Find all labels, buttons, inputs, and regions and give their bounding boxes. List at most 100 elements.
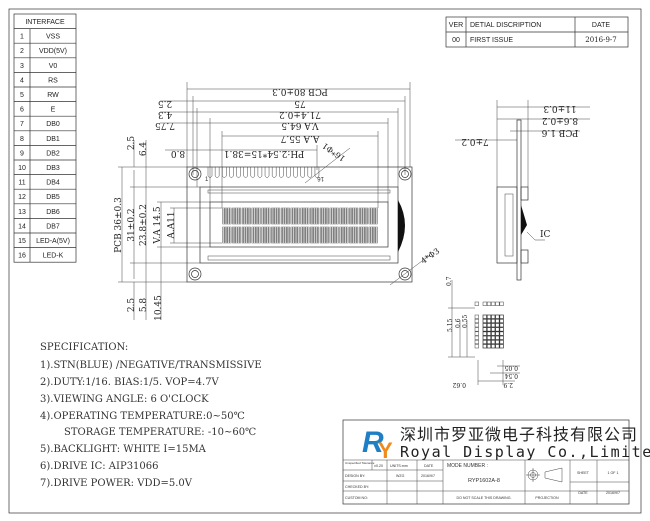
dot [495, 301, 500, 306]
rev-ver: 00 [452, 37, 460, 44]
dim-0-6: 0.6 [455, 318, 462, 328]
dim-pcb-height: PCB 36±0.3 [114, 197, 124, 253]
pin-number: 14 [18, 223, 26, 230]
pin [271, 167, 277, 178]
rev-date: 2016-9-7 [585, 36, 616, 44]
revision-table: VER DETIAL DISCRIPTION DATE 00 FIRST ISS… [445, 16, 629, 48]
pin-name: E [51, 107, 56, 114]
dim-pitch: PH:2.54*15=38.1 [224, 148, 305, 158]
pin [300, 167, 305, 178]
dot [474, 339, 479, 345]
dim-va-height: V.A 14.5 [153, 206, 163, 244]
drawing-frame [8, 8, 642, 514]
dot [474, 331, 479, 336]
char-cell [329, 207, 339, 225]
pin-name: V0 [49, 63, 58, 70]
char-cell [310, 207, 320, 225]
ic-label: IC [540, 230, 551, 240]
svg-text:Y: Y [378, 438, 393, 463]
dim-0-7: 0.7 [446, 276, 453, 286]
pin-name: RW [47, 92, 59, 99]
char-cell [368, 226, 378, 244]
lcd-bezel [199, 186, 399, 264]
dot [491, 301, 496, 306]
pin-number: 2 [20, 48, 24, 55]
dot [486, 318, 492, 324]
mode-number: RYP1602A-8 [468, 478, 500, 484]
mounting-holes [188, 167, 412, 281]
dot [499, 344, 504, 349]
dim-0-62: 0.62 [452, 381, 466, 388]
pin-number: 7 [20, 121, 24, 128]
dot [474, 314, 479, 319]
char-cell [261, 207, 271, 225]
dot [495, 327, 500, 332]
dot [474, 323, 479, 328]
dot [499, 301, 504, 306]
dot [486, 331, 492, 336]
spec-line: 4).OPERATING TEMPERATURE:0~50℃ [40, 411, 245, 422]
sheet-label: SHEET [577, 471, 590, 475]
dot [482, 335, 487, 340]
design-date: 2016/9/7 [421, 474, 435, 478]
dot [482, 301, 487, 306]
pin-16-label: 16 [317, 175, 324, 181]
custom-label: CUSTOM NO: [345, 496, 368, 500]
dim-71-4: 71.4±0.2 [279, 109, 321, 119]
checked-label: CHECKED BY: [345, 485, 369, 489]
dot [474, 301, 479, 306]
dot [486, 339, 492, 345]
pin-number: 1 [20, 34, 24, 41]
char-cell [232, 207, 242, 225]
dim-pcb-thickness: PCB 1.6 [541, 127, 578, 137]
dot [499, 327, 504, 332]
pin-number: 3 [20, 63, 24, 70]
char-cell [280, 226, 290, 244]
pin [293, 167, 298, 178]
char-cell [310, 226, 320, 244]
specification: SPECIFICATION: 1).STN(BLUE) /NEGATIVE/TR… [40, 342, 262, 489]
pin-name: DB4 [46, 180, 60, 187]
ic-chip [521, 205, 527, 235]
pin-number: 13 [18, 209, 26, 216]
interface-row: 3 V0 [20, 63, 57, 70]
char-cell [339, 226, 349, 244]
company-name-cn: 深圳市罗亚微电子科技有限公司 [400, 425, 638, 444]
pin-name: DB0 [46, 121, 60, 128]
spec-line: 1).STN(BLUE) /NEGATIVE/TRANSMISSIVE [40, 360, 262, 371]
dot [495, 331, 500, 336]
tolerance-label: Unspecified Tolerance [345, 461, 375, 465]
character-matrix [222, 207, 378, 244]
pin [250, 167, 256, 178]
dot [499, 318, 504, 324]
dot [482, 314, 487, 319]
dot [491, 327, 496, 332]
pin-number: 12 [18, 194, 26, 201]
date-label: DATE [424, 464, 434, 468]
spec-line: 5).BACKLIGHT: WHITE I=15MA [40, 444, 207, 455]
dot [495, 344, 500, 349]
char-cell [300, 226, 310, 244]
char-cell [232, 226, 242, 244]
dim-23-8: 23.8±0.2 [139, 204, 149, 246]
pin [279, 167, 284, 178]
dim-2-5-lower: 2.5 [127, 298, 137, 313]
pin [207, 167, 213, 178]
dot [486, 323, 492, 328]
dim-pcb-width: PCB 80±0.3 [272, 86, 328, 96]
tolerance-value: ±0.20 [374, 464, 383, 468]
designer: WZG [396, 474, 405, 478]
dot [491, 344, 496, 349]
pin-1-label: 1 [205, 177, 209, 183]
pin-name: DB3 [46, 165, 60, 172]
dot [491, 318, 496, 324]
